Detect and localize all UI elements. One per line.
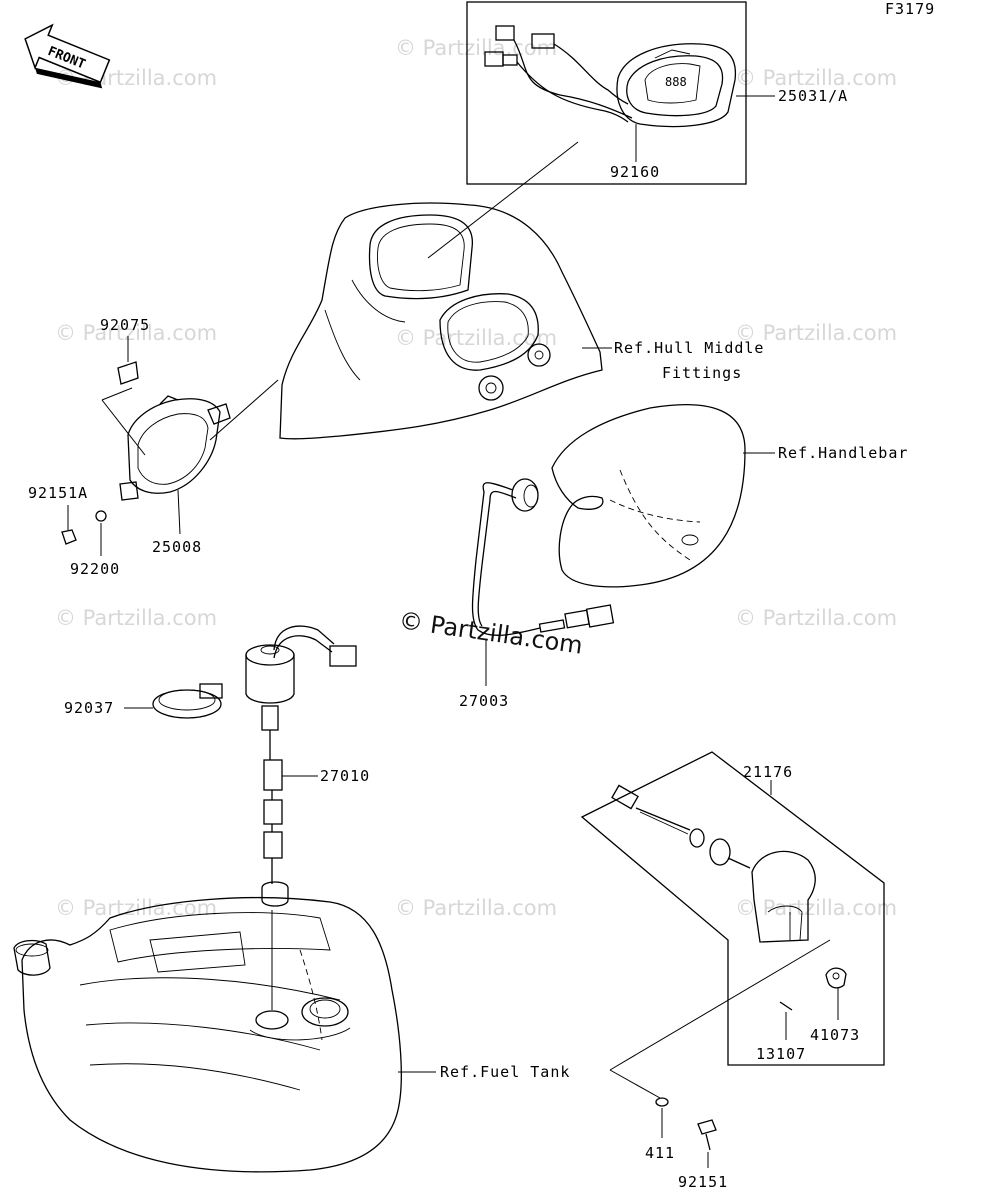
watermark: © Partzilla.com	[395, 36, 557, 60]
label-fuel-gauge: 27010	[320, 767, 370, 785]
meter-assembly: 888	[466, 1, 747, 185]
label-washer: 411	[645, 1144, 675, 1162]
label-meter-assembly: 25031/A	[778, 87, 848, 105]
label-hull-ref-line1: Ref.Hull Middle	[614, 339, 764, 357]
front-arrow-icon: FRONT	[24, 23, 111, 89]
label-fuel-tank-ref: Ref.Fuel Tank	[440, 1063, 570, 1081]
label-bolt: 92151	[678, 1173, 728, 1191]
label-clip: 41073	[810, 1026, 860, 1044]
sensor-assembly	[580, 751, 885, 1066]
fuel-gauge	[245, 625, 357, 907]
label-pin: 13107	[756, 1045, 806, 1063]
label-hull-ref-line2: Fittings	[662, 364, 742, 382]
label-sensor-assy: 21176	[743, 763, 793, 781]
watermark: © Partzilla.com	[735, 321, 897, 345]
watermark: © Partzilla.com	[735, 896, 897, 920]
hull-middle	[279, 202, 603, 440]
label-bracket-washer: 92200	[70, 560, 120, 578]
watermark: © Partzilla.com	[395, 896, 557, 920]
watermark: © Partzilla.com	[55, 321, 217, 345]
watermark: © Partzilla.com	[395, 326, 557, 350]
watermark-center: © Partzilla.com	[397, 606, 584, 660]
label-bracket: 25008	[152, 538, 202, 556]
watermark: © Partzilla.com	[735, 66, 897, 90]
sensor-switch	[471, 478, 615, 636]
svg-text:888: 888	[665, 75, 687, 89]
label-sensor-switch: 27003	[459, 692, 509, 710]
watermark: © Partzilla.com	[735, 606, 897, 630]
label-bracket-bolt: 92151A	[28, 484, 88, 502]
label-meter-seal: 92160	[610, 163, 660, 181]
watermarks: © Partzilla.com © Partzilla.com © Partzi…	[55, 36, 897, 920]
clip	[825, 967, 847, 989]
figure-code: F3179	[885, 0, 935, 18]
bracket	[119, 395, 231, 501]
watermark: © Partzilla.com	[55, 896, 217, 920]
label-handlebar-ref: Ref.Handlebar	[778, 444, 908, 462]
label-clamp: 92037	[64, 699, 114, 717]
handlebar	[551, 404, 746, 588]
label-bracket-pad: 92075	[100, 316, 150, 334]
fuel-tank	[13, 897, 402, 1173]
watermark: © Partzilla.com	[55, 606, 217, 630]
clamp	[152, 683, 223, 719]
